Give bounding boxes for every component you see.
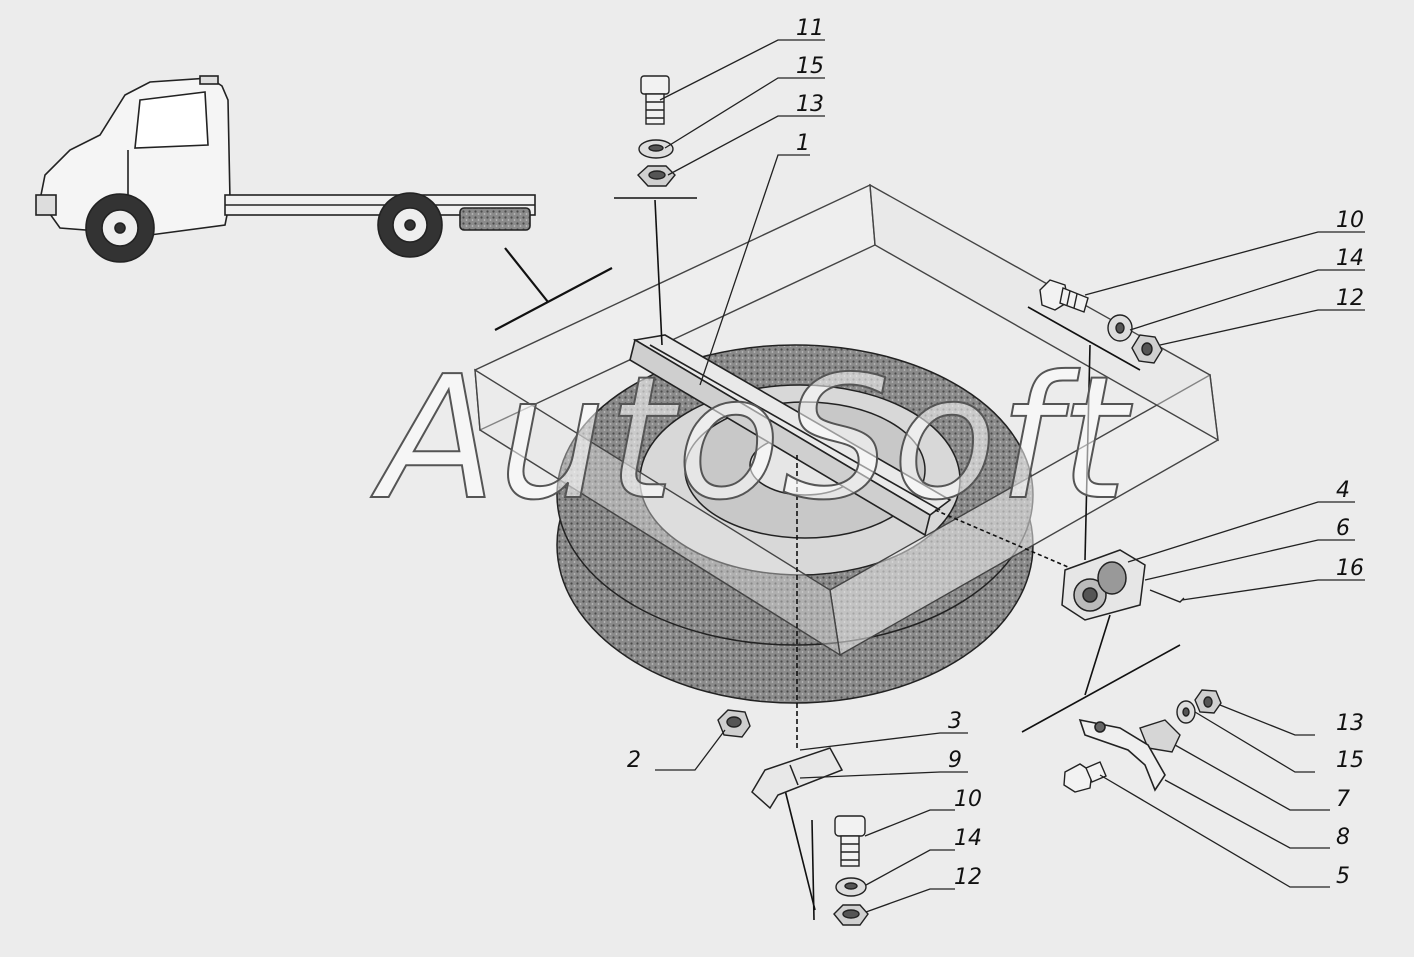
bolt-10-lower xyxy=(834,815,866,867)
callout-5: 5 xyxy=(1336,864,1350,889)
bolt-11 xyxy=(640,75,670,125)
callout-16: 16 xyxy=(1336,556,1364,581)
callout-6: 6 xyxy=(1336,516,1350,541)
callout-15-lower: 15 xyxy=(1336,748,1364,773)
nut-13-lower xyxy=(1194,689,1222,714)
callout-8: 8 xyxy=(1336,825,1350,850)
leader-lines xyxy=(655,39,1365,913)
callout-13: 13 xyxy=(796,92,824,117)
nut-13-top xyxy=(637,165,676,187)
callout-2: 2 xyxy=(627,748,641,773)
washer-14-right xyxy=(1107,314,1133,342)
callout-10-lower: 10 xyxy=(954,787,982,812)
callout-7: 7 xyxy=(1336,787,1350,812)
washer-14-lower xyxy=(835,877,867,897)
nut-2 xyxy=(717,709,751,738)
callout-11: 11 xyxy=(796,16,824,41)
callout-1: 1 xyxy=(796,131,810,156)
callout-14: 14 xyxy=(1336,246,1364,271)
callout-12: 12 xyxy=(1336,286,1364,311)
cross-member xyxy=(629,334,952,537)
callout-3: 3 xyxy=(948,709,962,734)
pin-16 xyxy=(1149,589,1185,603)
frame-rails xyxy=(474,183,1219,657)
callout-13-lower: 13 xyxy=(1336,711,1364,736)
bracket-9 xyxy=(751,747,844,810)
washer-15-top xyxy=(638,139,674,159)
callout-9: 9 xyxy=(948,748,962,773)
bolt-5 xyxy=(1063,761,1107,793)
bolt-10-right xyxy=(1039,279,1089,313)
section-marker-1 xyxy=(494,247,613,331)
nut-12-right xyxy=(1131,334,1163,364)
callout-12-lower: 12 xyxy=(954,865,982,890)
callout-14-lower: 14 xyxy=(954,826,982,851)
callout-4: 4 xyxy=(1336,478,1350,503)
nut-12-lower xyxy=(833,904,869,926)
callout-10: 10 xyxy=(1336,208,1364,233)
callout-15: 15 xyxy=(796,54,824,79)
washer-15-lower xyxy=(1176,700,1196,724)
assembly-lines xyxy=(614,197,1181,921)
handle-8 xyxy=(1078,718,1166,792)
truck-thumbnail xyxy=(35,75,536,263)
winch-bracket xyxy=(1061,549,1146,621)
